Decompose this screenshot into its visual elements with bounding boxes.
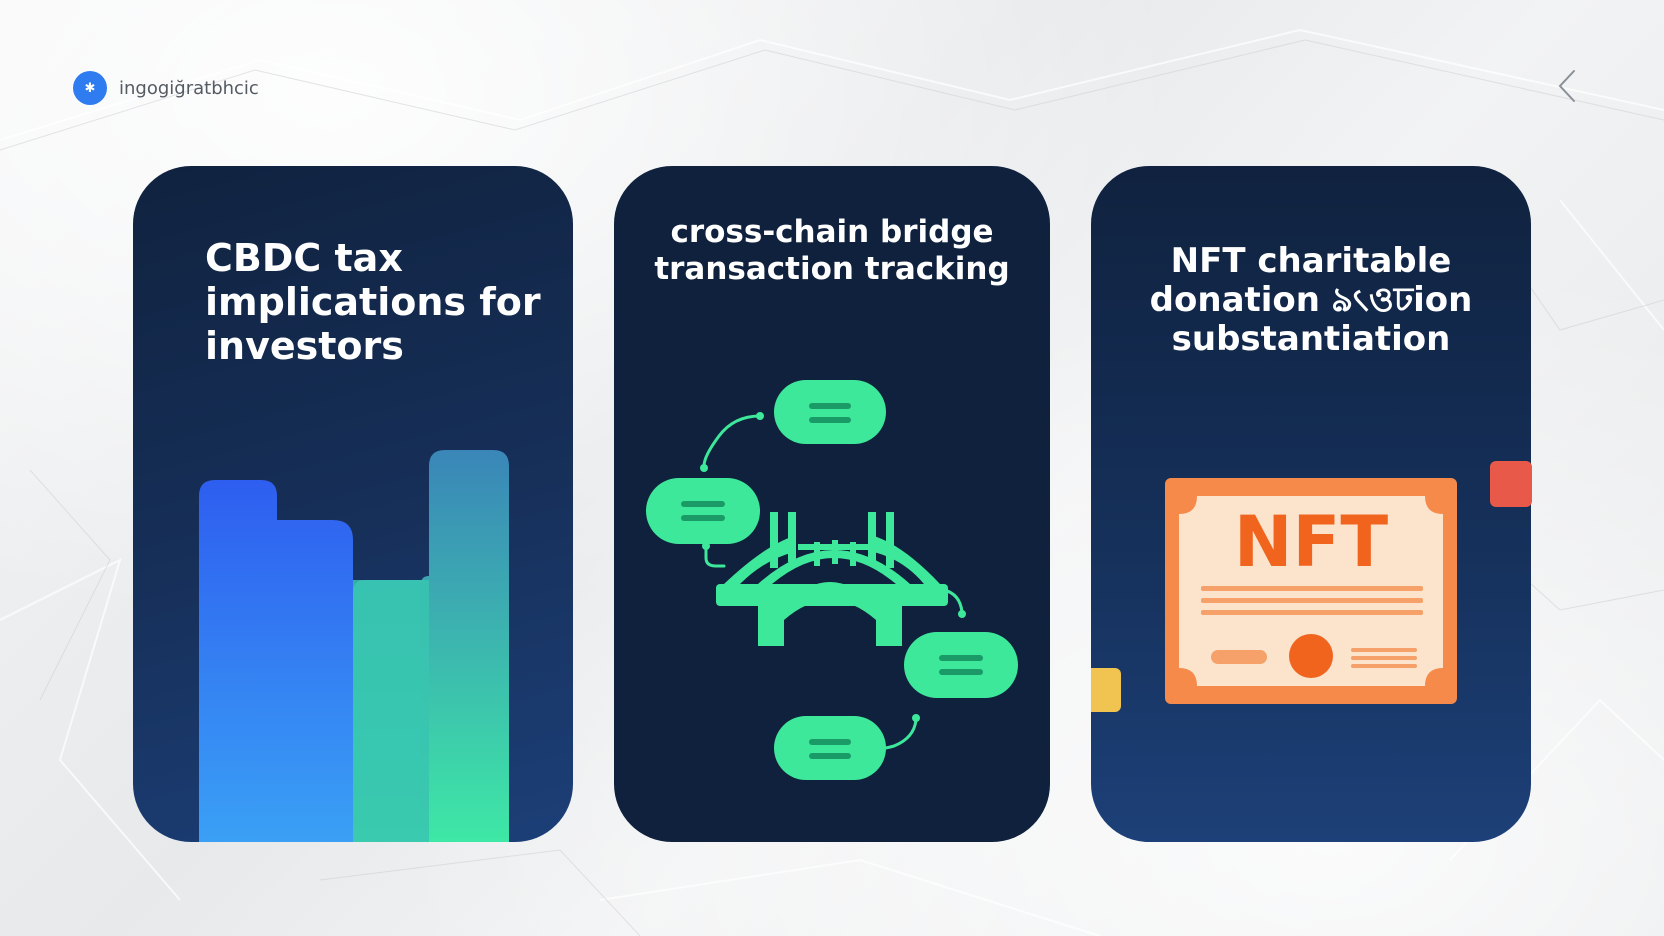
brand: ✱ ingogiğratbhcic (73, 71, 259, 105)
brand-name: ingogiğratbhcic (119, 77, 259, 99)
accent-tab-yellow (1091, 668, 1121, 712)
card-title: cross-chain bridge transaction tracking (654, 214, 1010, 287)
nft-certificate-icon: NFT (1165, 478, 1457, 704)
accent-tab-red (1490, 461, 1532, 507)
sparkle-icon: ✱ (73, 71, 107, 105)
bridge-network-icon (646, 380, 1018, 780)
card-cross-chain-bridge[interactable]: cross-chain bridge transaction tracking (614, 166, 1050, 842)
chevron-left-icon (1558, 70, 1575, 102)
bar-chart-icon (199, 450, 509, 842)
card-title: CBDC tax implications for investors (205, 236, 541, 368)
card-nft-donation[interactable]: NFT charitable donation ঌ৻ওঢion substant… (1091, 166, 1531, 842)
nft-label: NFT (1234, 501, 1388, 583)
card-title: NFT charitable donation ঌ৻ওঢion substant… (1149, 241, 1473, 359)
back-button[interactable] (1550, 68, 1586, 104)
card-cbdc-tax[interactable]: CBDC tax implications for investors (133, 166, 573, 842)
